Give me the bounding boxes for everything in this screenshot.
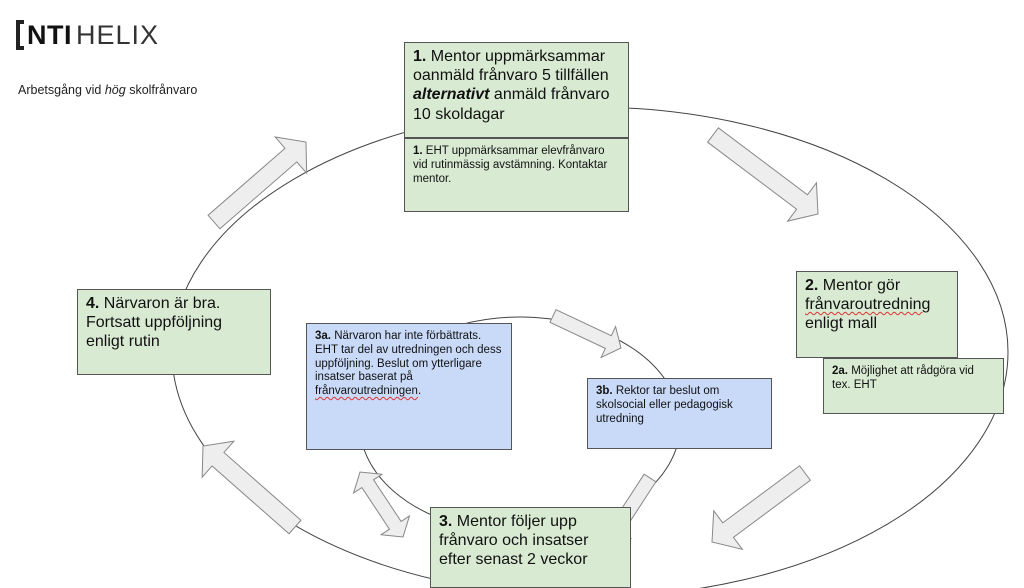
step-2a-text: Möjlighet att rådgöra vid tex. EHT — [832, 365, 974, 391]
logo-nti-text: NTI — [27, 19, 72, 50]
arrow-step1-to-step2 — [706, 127, 819, 222]
step-1-text-end: anmäld frånvaro 10 skoldagar — [413, 86, 610, 123]
step-3a-text-end: . — [417, 385, 422, 398]
arrow-step4-to-step1 — [207, 136, 308, 230]
arrow-step3-to-step4 — [201, 440, 302, 535]
page-subtitle: Arbetsgång vid hög skolfrånvaro — [18, 83, 197, 97]
step-2-wavy-word: frånvaroutredning — [805, 296, 931, 314]
step-1-emphasis: alternativt — [413, 86, 490, 104]
logo-bracket-icon — [16, 20, 24, 50]
step-3-box: 3. Mentor följer upp frånvaro och insats… — [430, 507, 631, 588]
step-3a-number: 3a. — [315, 330, 331, 342]
step-1-mentor-box: 1. Mentor uppmärksammar oanmäld frånvaro… — [404, 42, 629, 138]
nti-helix-logo: NTI HELIX — [16, 18, 159, 52]
step-2-text-end: enligt mall — [805, 315, 878, 333]
step-2a-number: 2a. — [832, 365, 848, 377]
step-3b-text: Rektor tar beslut om skolsocial eller pe… — [596, 385, 733, 425]
step-1-number: 1. — [413, 48, 427, 65]
arrow-step3-step3a — [352, 471, 411, 538]
subtitle-emphasis: hög — [104, 83, 126, 97]
subtitle-text-start: Arbetsgång vid — [18, 83, 105, 97]
step-2a-box: 2a. Möjlighet att rådgöra vid tex. EHT — [823, 358, 1004, 414]
step-1b-number: 1. — [413, 145, 423, 157]
step-1-eht-box: 1. EHT uppmärksammar elevfrånvaro vid ru… — [404, 138, 629, 212]
arrow-to-step3b — [549, 309, 622, 359]
step-3a-wavy-word: frånvaroutredningen — [315, 385, 418, 398]
step-2-number: 2. — [805, 277, 819, 294]
step-2-mentor-box: 2. Mentor gör frånvaroutredning enligt m… — [796, 271, 958, 358]
step-4-box: 4. Närvaron är bra. Fortsatt uppföljning… — [77, 289, 271, 375]
subtitle-text-end: skolfrånvaro — [125, 83, 198, 97]
step-3a-box: 3a. Närvaron har inte förbättrats. EHT t… — [306, 323, 512, 450]
step-3-number: 3. — [439, 513, 453, 530]
step-3b-box: 3b. Rektor tar beslut om skolsocial elle… — [587, 378, 772, 449]
step-1-text-start: Mentor uppmärksammar oanmäld frånvaro 5 … — [413, 48, 609, 85]
logo-helix-text: HELIX — [76, 19, 160, 50]
step-1b-text: EHT uppmärksammar elevfrånvaro vid rutin… — [413, 145, 608, 185]
arrow-step2-to-step3 — [711, 465, 812, 551]
step-2-text-start: Mentor gör — [818, 277, 901, 294]
step-3a-text-start: Närvaron har inte förbättrats. EHT tar d… — [315, 330, 502, 384]
step-3b-number: 3b. — [596, 385, 613, 397]
step-4-number: 4. — [86, 295, 100, 312]
step-3-text: Mentor följer upp frånvaro och insatser … — [439, 513, 589, 569]
step-4-text: Närvaron är bra. Fortsatt uppföljning en… — [86, 295, 223, 351]
